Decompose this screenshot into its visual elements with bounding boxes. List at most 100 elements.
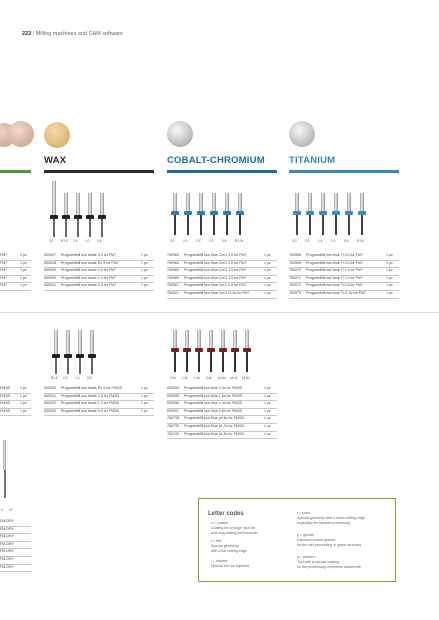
table-rule xyxy=(0,290,31,291)
tool-cutter xyxy=(296,215,298,235)
product-name: ProgramMill tool blue CoCr r1.0c for FM7 xyxy=(184,291,250,295)
table-rule xyxy=(0,392,31,394)
tool-shank xyxy=(347,193,351,211)
product-name: ProgramMill tool blue Ti 2.0 for FM7 xyxy=(306,260,363,265)
quantity: 1 pc xyxy=(20,260,27,265)
tool-ring xyxy=(219,348,227,352)
article-number: 609029 xyxy=(44,268,56,273)
product-name: ProgramMill tool blade 1.0 for FM7 xyxy=(61,275,117,280)
left-partial-row: FM-DRY xyxy=(0,542,20,546)
tool-size-label: R1.5 xyxy=(51,376,58,380)
code-f: f = flat Special geometry with a flat cu… xyxy=(211,539,247,553)
tool-size-label: p0.6c xyxy=(218,376,226,380)
product-name: ProgramMill tool blue 1.0c for FM3/5 xyxy=(184,401,242,406)
product-name: ProgramMill tool blade R1.5 for FM7 xyxy=(61,260,119,265)
tool-shank xyxy=(76,193,80,215)
tool-ring xyxy=(236,211,244,215)
tool-ring xyxy=(243,348,251,352)
quantity: 1 pc xyxy=(20,283,27,288)
article-number: 609030 xyxy=(44,386,56,390)
tool-size-label: 1.0 xyxy=(75,376,80,380)
tool-ring xyxy=(98,215,106,219)
tool-cutter xyxy=(361,215,363,235)
tool-ring xyxy=(197,211,205,215)
quantity: 1 pc xyxy=(386,283,393,288)
quantity: 1 pc xyxy=(20,386,27,390)
page-number: 222 xyxy=(22,31,32,37)
table-rule xyxy=(0,548,31,550)
article-number: 609057 xyxy=(167,408,179,413)
wax-title: WAX xyxy=(44,155,67,166)
tool-size-label: 0.5 xyxy=(97,239,102,243)
product-name: ProgramMill tool blue Ti 3.0 for FM7 xyxy=(306,253,363,257)
disc-wax xyxy=(44,122,70,148)
tool-ring xyxy=(52,354,60,358)
quantity: 1 pc xyxy=(141,408,148,413)
tool-shank xyxy=(245,330,249,348)
table-rule xyxy=(44,407,154,409)
letter-codes-title: Letter codes xyxy=(208,511,244,517)
tool-size-label: 3.0 xyxy=(170,239,175,243)
tool-size-label: 2.0c xyxy=(170,376,177,380)
article-number: 609028 xyxy=(44,260,56,265)
tool-shank xyxy=(88,193,92,215)
partial-text: FM3/5 xyxy=(0,393,11,398)
tool-ring xyxy=(195,348,203,352)
tool-size-label: 0.6 xyxy=(344,239,349,243)
partial-text: FM-DRY xyxy=(0,549,14,554)
table-rule xyxy=(0,259,31,261)
green-bar-partial xyxy=(0,170,31,173)
tool-cutter xyxy=(348,215,350,235)
table-rule xyxy=(44,274,154,276)
milling-tool xyxy=(98,185,106,247)
table-rule xyxy=(167,438,277,440)
product-name: ProgramMill tool blue Ti 1.5 for FM7 xyxy=(306,268,363,273)
tool-shank xyxy=(233,330,237,348)
table-rule xyxy=(289,282,399,284)
article-number: 760971 xyxy=(289,275,301,280)
article-number: 760973 xyxy=(289,291,301,295)
tool-shank xyxy=(185,330,189,348)
titanium-bar xyxy=(289,170,399,173)
table-rule xyxy=(167,259,277,261)
partial-text: FM3/5 xyxy=(0,401,11,406)
milling-tool xyxy=(52,322,60,384)
tool-shank xyxy=(78,330,82,354)
quantity: 1 pc xyxy=(20,268,27,273)
tool-cutter xyxy=(79,358,81,374)
milling-tool xyxy=(184,185,192,247)
code-c: c = coated Coating for a longer tool lif… xyxy=(211,521,258,535)
partial-text: FM-DRY xyxy=(0,519,14,523)
tool-ring xyxy=(50,215,58,219)
tool-cutter xyxy=(322,215,324,235)
tool-cutter xyxy=(174,215,176,235)
table-rule xyxy=(167,297,277,299)
product-name: ProgramMill tool blade 3.0 for FM7 xyxy=(61,253,117,257)
quantity: 1 pc xyxy=(386,275,393,280)
quantity: 1 pc xyxy=(141,253,148,257)
tool-shank xyxy=(173,193,177,211)
table-rule xyxy=(44,392,154,394)
table-rule xyxy=(167,282,277,284)
tool-ring xyxy=(210,211,218,215)
partial-text: FM7 xyxy=(0,275,8,280)
letter-codes-box: Letter codes c = coated Coating for a lo… xyxy=(198,498,396,582)
quantity: 1 pc xyxy=(264,260,271,265)
table-rule xyxy=(44,259,154,261)
milling-tool xyxy=(197,185,205,247)
tool-cutter xyxy=(246,352,248,372)
tool-cutter xyxy=(213,215,215,235)
milling-tool xyxy=(50,181,58,247)
tool-ring xyxy=(74,215,82,219)
tool-cutter xyxy=(101,219,103,237)
milling-tool xyxy=(62,185,70,247)
tool-cutter xyxy=(309,215,311,235)
